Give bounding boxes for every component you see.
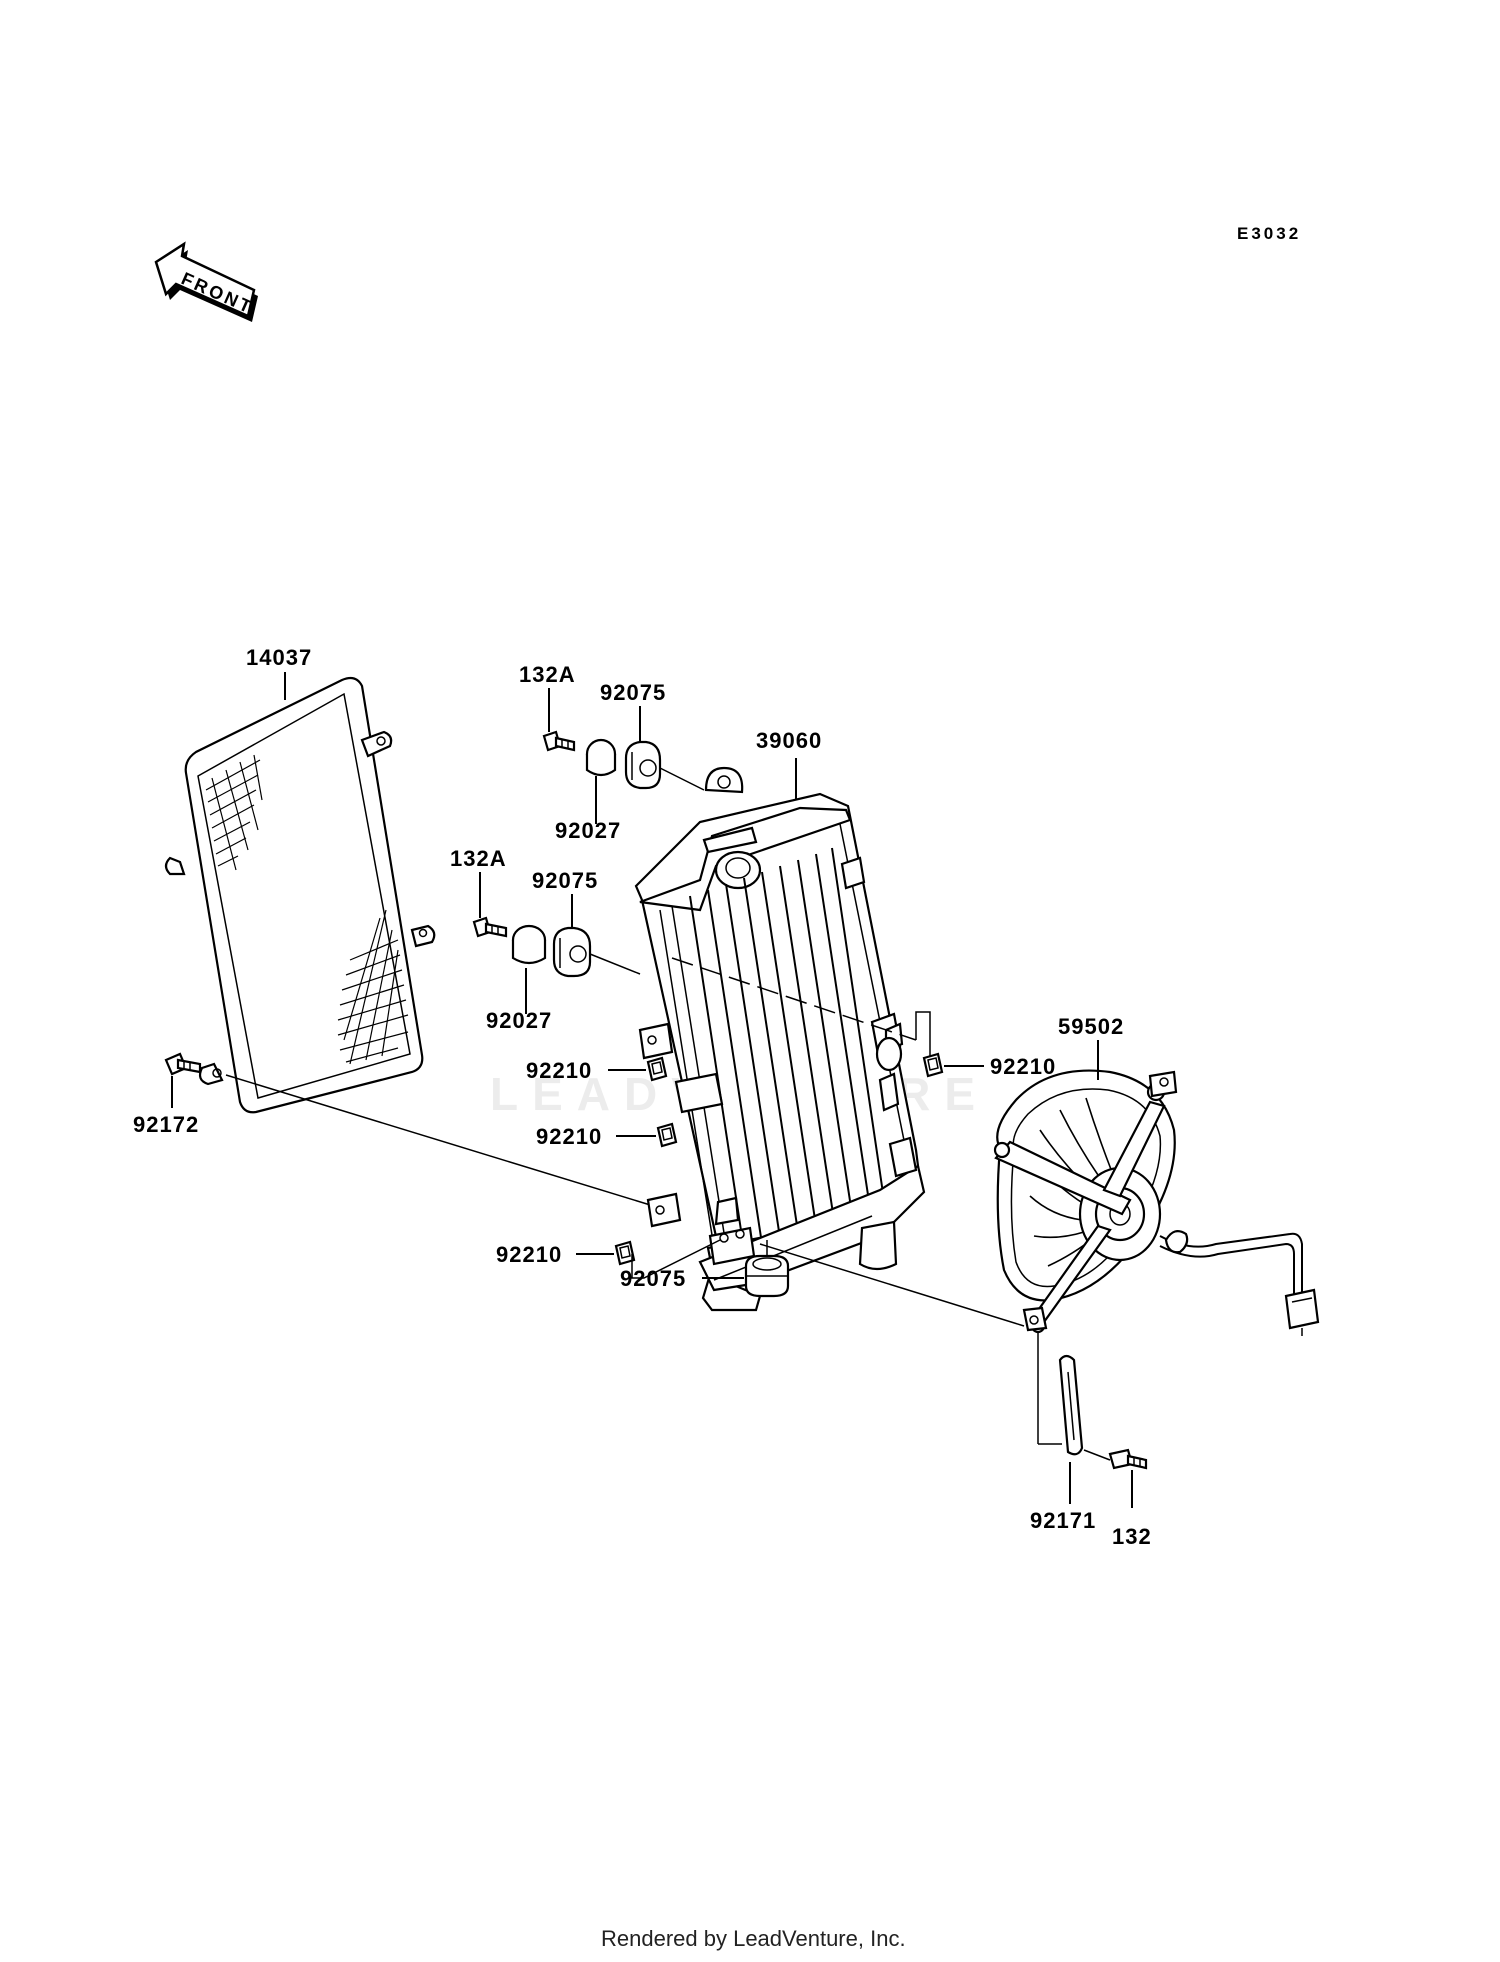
grommet-92075-middle bbox=[552, 926, 592, 978]
clip-nut-92210-b bbox=[656, 1122, 678, 1148]
label-92210-c: 92210 bbox=[496, 1242, 562, 1267]
label-132a-middle: 132A bbox=[450, 846, 507, 871]
label-92027-upper: 92027 bbox=[555, 818, 621, 843]
diagram-code: E3032 bbox=[1237, 224, 1301, 243]
label-132a-upper: 132A bbox=[519, 662, 576, 687]
grommet-92075-bottom bbox=[744, 1254, 790, 1298]
label-92075-upper: 92075 bbox=[600, 680, 666, 705]
footer-credit: Rendered by LeadVenture, Inc. bbox=[601, 1926, 906, 1951]
label-92171: 92171 bbox=[1030, 1508, 1096, 1533]
label-92027-middle: 92027 bbox=[486, 1008, 552, 1033]
collar-92027-upper bbox=[585, 738, 617, 777]
label-39060: 39060 bbox=[756, 728, 822, 753]
front-arrow-icon: FRONT bbox=[154, 241, 258, 322]
label-92172: 92172 bbox=[133, 1112, 199, 1137]
clip-nut-92210-right bbox=[922, 1052, 944, 1078]
label-132: 132 bbox=[1112, 1524, 1152, 1549]
stay-92171 bbox=[1058, 1354, 1084, 1456]
clip-nut-92210-a bbox=[646, 1056, 668, 1082]
bolt-132a-upper bbox=[542, 730, 576, 752]
label-92210-a: 92210 bbox=[526, 1058, 592, 1083]
radiator-screen bbox=[164, 676, 436, 1114]
label-92075-middle: 92075 bbox=[532, 868, 598, 893]
label-92210-b: 92210 bbox=[536, 1124, 602, 1149]
radiator bbox=[634, 766, 926, 1312]
label-92210-right: 92210 bbox=[990, 1054, 1056, 1079]
label-92075-bottom: 92075 bbox=[620, 1266, 686, 1291]
collar-92027-middle bbox=[511, 924, 547, 965]
label-59502: 59502 bbox=[1058, 1014, 1124, 1039]
bolt-132 bbox=[1108, 1448, 1148, 1470]
clip-nut-92210-c bbox=[614, 1240, 636, 1266]
cooling-fan bbox=[993, 1069, 1320, 1336]
bolt-92172 bbox=[164, 1052, 202, 1076]
grommet-92075-upper bbox=[624, 740, 662, 790]
bolt-132a-middle bbox=[472, 916, 508, 938]
label-14037: 14037 bbox=[246, 645, 312, 670]
